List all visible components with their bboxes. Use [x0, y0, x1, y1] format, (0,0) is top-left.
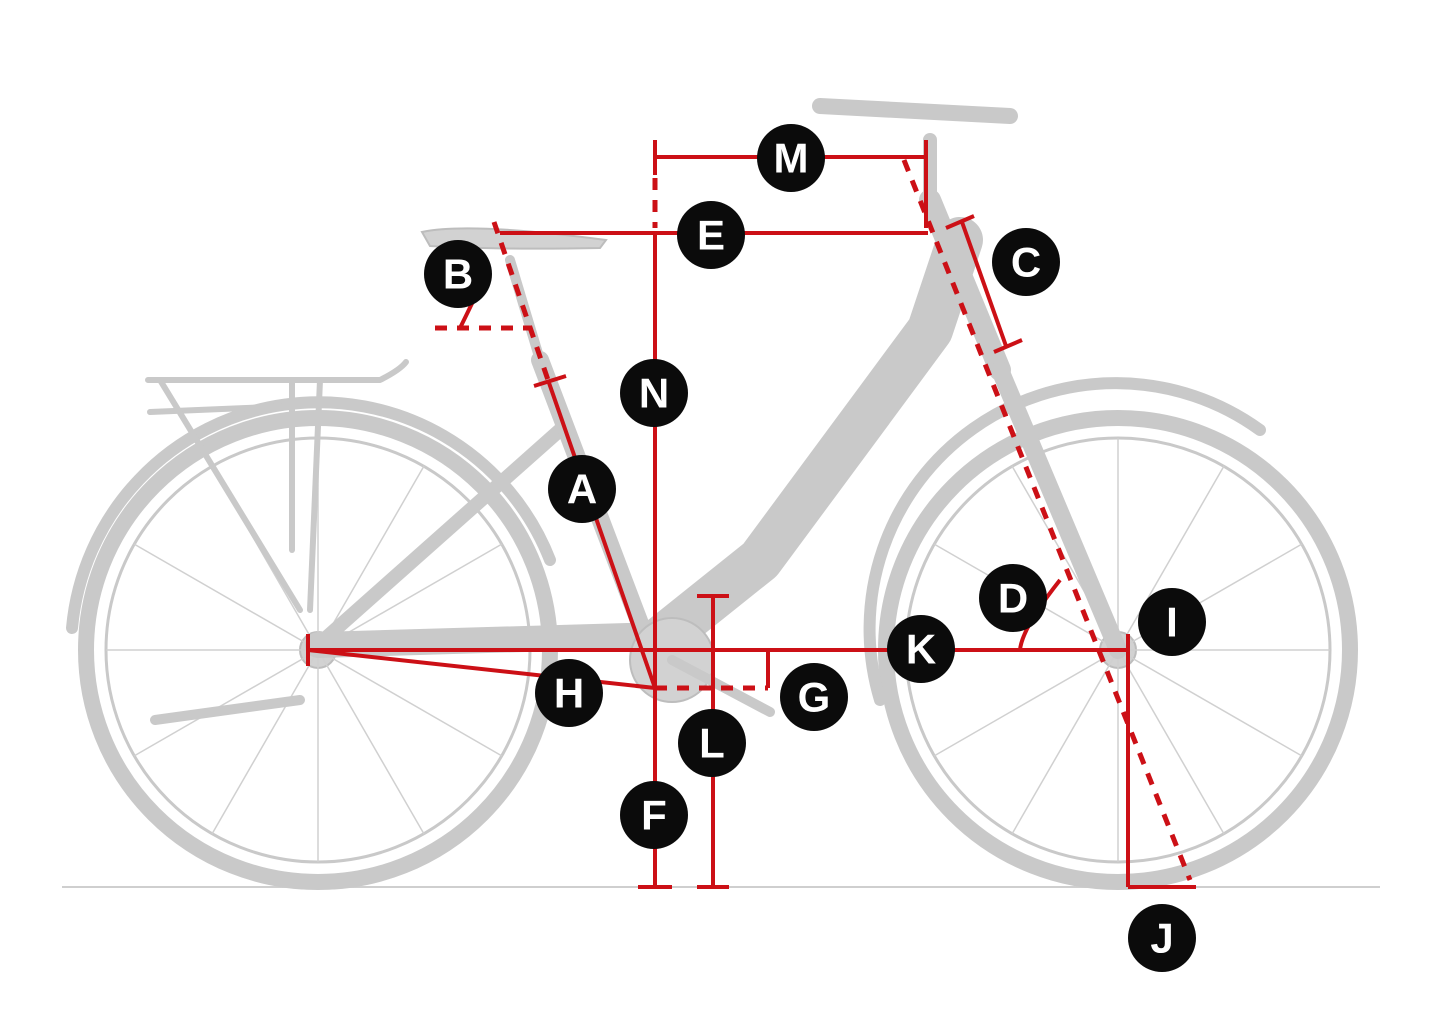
measure-c-tick-top	[945, 214, 975, 230]
svg-text:N: N	[639, 370, 669, 417]
svg-text:H: H	[554, 670, 584, 717]
markers: A B C D E F G H I J K L	[424, 124, 1206, 972]
measure-a-tick	[533, 374, 567, 388]
steering-axis-dashed	[901, 159, 1193, 881]
marker-e: E	[677, 201, 745, 269]
measure-c-line	[960, 221, 1008, 347]
svg-text:F: F	[641, 792, 667, 839]
svg-text:M: M	[774, 135, 809, 182]
marker-b: B	[424, 240, 492, 308]
marker-n: N	[620, 359, 688, 427]
svg-text:D: D	[998, 575, 1028, 622]
marker-j: J	[1128, 904, 1196, 972]
marker-g: G	[780, 663, 848, 731]
marker-m: M	[757, 124, 825, 192]
measure-a-line	[546, 379, 657, 689]
svg-text:I: I	[1166, 599, 1178, 646]
svg-text:L: L	[699, 720, 725, 767]
marker-a: A	[548, 455, 616, 523]
rear-rack	[145, 359, 409, 613]
marker-l: L	[678, 709, 746, 777]
measure-a-dashed	[491, 221, 551, 381]
marker-i: I	[1138, 588, 1206, 656]
marker-h: H	[535, 659, 603, 727]
svg-text:E: E	[697, 212, 725, 259]
svg-text:G: G	[798, 674, 831, 721]
measure-h-line	[307, 648, 656, 690]
marker-f: F	[620, 781, 688, 849]
svg-text:J: J	[1150, 915, 1173, 962]
svg-text:B: B	[443, 251, 473, 298]
marker-k: K	[887, 615, 955, 683]
svg-text:K: K	[906, 626, 936, 673]
svg-text:A: A	[567, 466, 597, 513]
measure-c-tick-bottom	[993, 338, 1023, 354]
marker-c: C	[992, 228, 1060, 296]
svg-text:C: C	[1011, 239, 1041, 286]
marker-d: D	[979, 564, 1047, 632]
